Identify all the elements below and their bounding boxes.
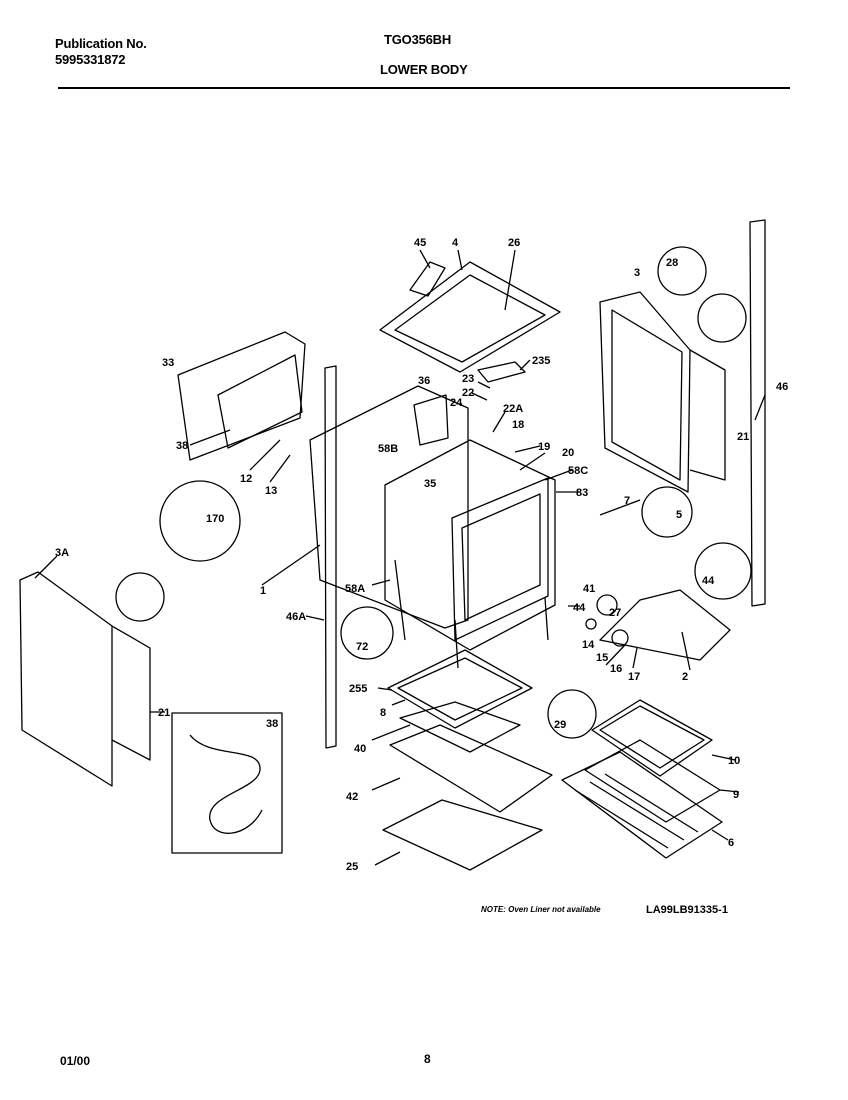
callout-label: 8 — [380, 707, 386, 719]
publication-number: 5995331872 — [55, 52, 126, 67]
callout-label: 15 — [596, 652, 608, 664]
callout-label: 16 — [610, 663, 622, 675]
callout-label: 9 — [733, 789, 739, 801]
callout-label: 35 — [424, 478, 436, 490]
callout-label: 3 — [634, 267, 640, 279]
callout-label: 42 — [346, 791, 358, 803]
callout-label: 33 — [162, 357, 174, 369]
callout-label: 170 — [206, 513, 224, 525]
callout-label: 58B — [378, 443, 398, 455]
callout-label: 27 — [609, 607, 621, 619]
callout-label: 21 — [737, 431, 749, 443]
callout-label: 28 — [666, 257, 678, 269]
callout-label: 4 — [452, 237, 459, 249]
publication-label: Publication No. — [55, 36, 147, 51]
callout-label: 1 — [260, 585, 266, 597]
callout-label: 72 — [356, 641, 368, 653]
callout-label: 19 — [538, 441, 550, 453]
oven-liner-note: NOTE: Oven Liner not available — [481, 905, 601, 914]
callout-label: 10 — [728, 755, 740, 767]
drawing-code: LA99LB91335-1 — [646, 904, 728, 916]
callout-label: 58C — [568, 465, 588, 477]
callout-label: 46A — [286, 611, 306, 623]
callout-label: 38 — [266, 718, 278, 730]
callout-label: 20 — [562, 447, 574, 459]
callout-label: 58A — [345, 583, 365, 595]
callout-label: 41 — [583, 583, 595, 595]
callout-label: 3A — [55, 547, 69, 559]
callout-label: 13 — [265, 485, 277, 497]
callout-label: 45 — [414, 237, 426, 249]
callout-label: 2 — [682, 671, 688, 683]
callout-label: 5 — [676, 509, 682, 521]
footer-page-number: 8 — [424, 1052, 431, 1066]
callout-label: 235 — [532, 355, 550, 367]
footer-date: 01/00 — [60, 1054, 91, 1068]
callout-label: 83 — [576, 487, 588, 499]
callout-label: 21 — [158, 707, 170, 719]
callout-label: 6 — [728, 837, 734, 849]
callout-label: 25 — [346, 861, 358, 873]
header-rule — [58, 87, 790, 89]
callout-label: 22 — [462, 387, 474, 399]
callout-label: 26 — [508, 237, 520, 249]
callout-label: 255 — [349, 683, 367, 695]
callout-label: 23 — [462, 373, 474, 385]
callout-label: 36 — [418, 375, 430, 387]
callout-label: 24 — [450, 397, 463, 409]
callout-label: 46 — [776, 381, 788, 393]
callout-label: 14 — [582, 639, 595, 651]
callout-label: 12 — [240, 473, 252, 485]
callout-label: 40 — [354, 743, 366, 755]
callout-label: 44 — [573, 602, 586, 614]
callout-label: 17 — [628, 671, 640, 683]
callout-label: 7 — [624, 495, 630, 507]
callout-label: 44 — [702, 575, 715, 587]
callout-label: 29 — [554, 719, 566, 731]
section-title: LOWER BODY — [380, 62, 468, 77]
callout-label: 22A — [503, 403, 523, 415]
callout-label: 38 — [176, 440, 188, 452]
callout-label: 18 — [512, 419, 524, 431]
model-number: TGO356BH — [384, 32, 452, 47]
